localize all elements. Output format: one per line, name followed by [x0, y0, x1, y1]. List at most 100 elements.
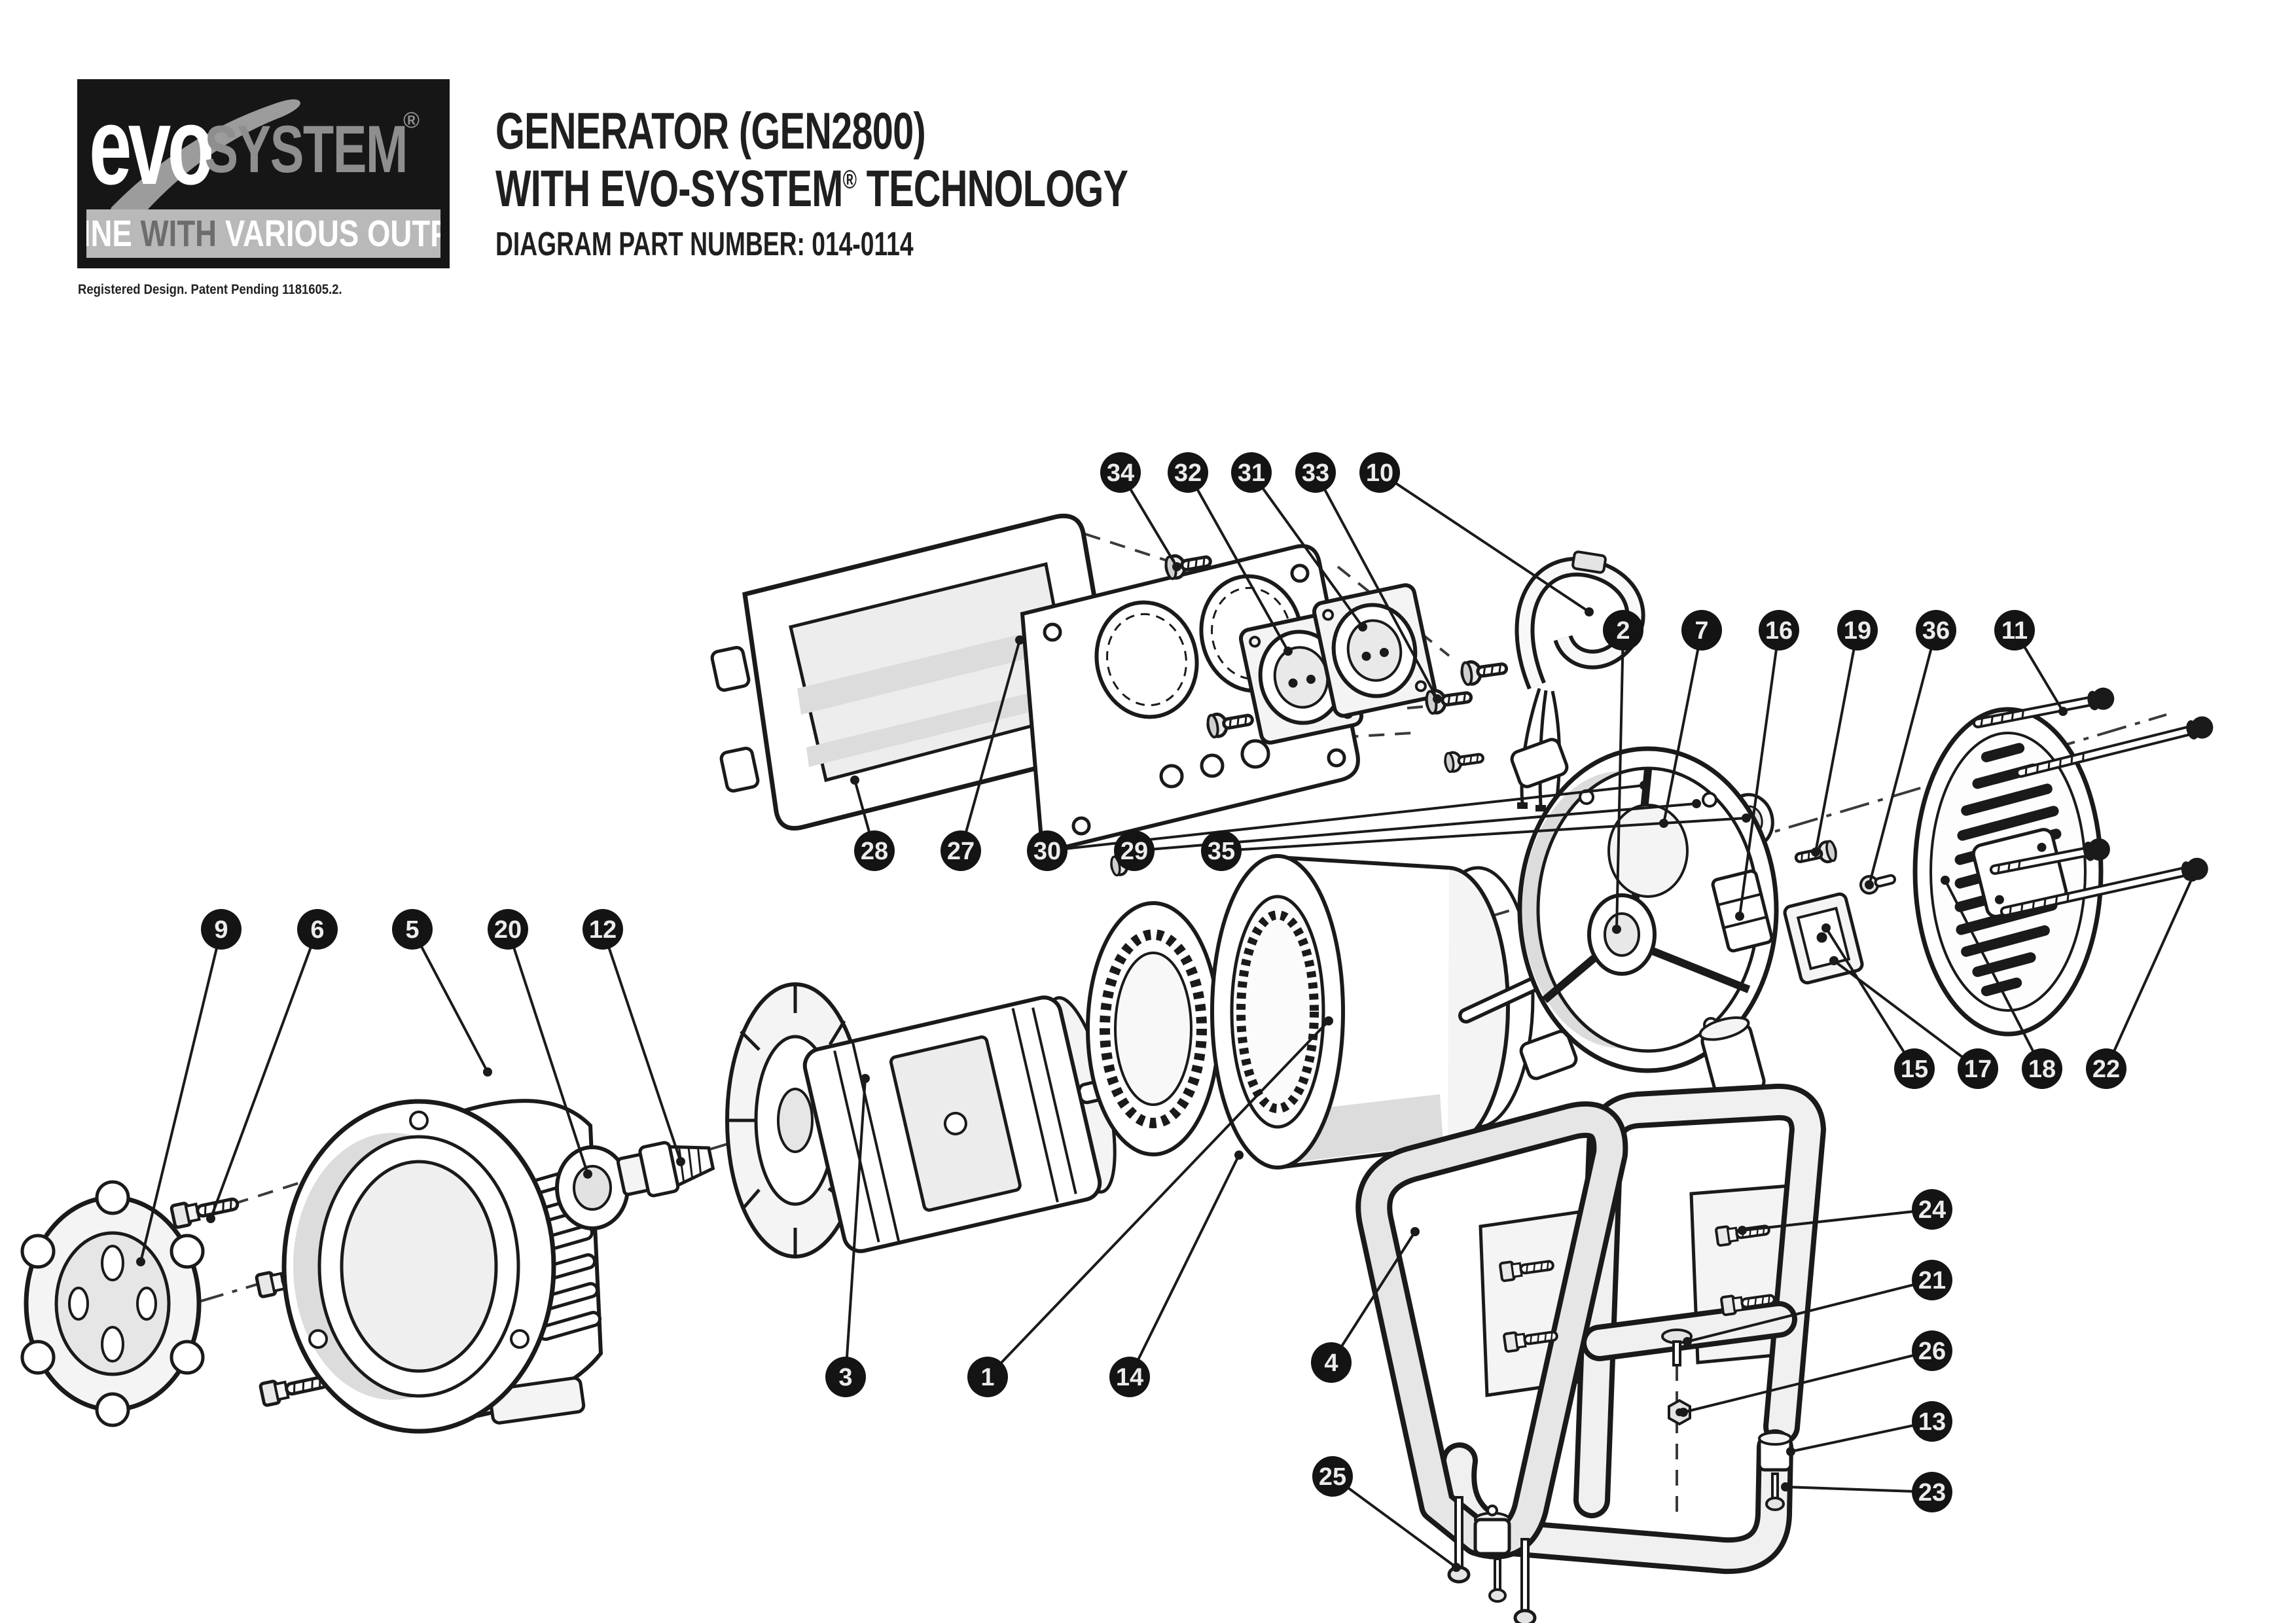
svg-text:5: 5: [405, 916, 419, 944]
logo-wordmark: evoSYSTEM: [89, 91, 529, 201]
svg-text:18: 18: [2028, 1056, 2056, 1083]
logo-tagline-bar: ENGINE WITH VARIOUS OUTPUTS: [86, 209, 440, 258]
page-title-line2: WITH EVO-SYSTEM® TECHNOLOGY: [495, 160, 1128, 217]
callout-9: 9: [136, 909, 242, 1266]
part-shaft-adapter: [616, 1141, 715, 1198]
callout-17: 17: [1829, 956, 1998, 1089]
title-line2-text: WITH EVO-SYSTEM: [495, 159, 843, 218]
callout-1: 1: [967, 1016, 1333, 1397]
svg-text:7: 7: [1695, 617, 1708, 645]
title-block: GENERATOR (GEN2800) WITH EVO-SYSTEM® TEC…: [495, 101, 1362, 263]
callout-27: 27: [941, 635, 1024, 871]
callout-28: 28: [850, 776, 895, 871]
svg-text:19: 19: [1844, 617, 1871, 645]
callout-16: 16: [1735, 610, 1799, 921]
page-title-line1: GENERATOR (GEN2800): [495, 101, 926, 160]
callout-35: 35: [1201, 813, 1751, 871]
tagline-word-with: WITH: [140, 212, 217, 255]
callout-10: 10: [1359, 452, 1594, 616]
svg-text:9: 9: [214, 916, 228, 944]
part-socket-screws: [1426, 657, 1508, 772]
svg-text:21: 21: [1918, 1267, 1946, 1294]
part-bearing: [555, 1145, 630, 1230]
svg-text:13: 13: [1918, 1408, 1946, 1436]
callout-7: 7: [1659, 610, 1722, 828]
callout-3: 3: [825, 1074, 870, 1397]
svg-text:16: 16: [1765, 617, 1793, 645]
callout-31: 31: [1231, 452, 1367, 632]
svg-text:28: 28: [861, 838, 888, 865]
part-outlet-socket-31: [1312, 583, 1437, 718]
callout-13: 13: [1786, 1401, 1952, 1456]
part-rear-bracket: [1510, 738, 1779, 1101]
svg-text:3: 3: [838, 1364, 852, 1391]
svg-text:36: 36: [1922, 617, 1950, 645]
part-terminal-stud: [1859, 874, 1896, 895]
svg-text:24: 24: [1918, 1196, 1946, 1224]
svg-text:25: 25: [1319, 1463, 1346, 1491]
callout-20: 20: [488, 909, 592, 1179]
part-stator-core-ring: [1086, 901, 1221, 1156]
svg-text:22: 22: [2092, 1056, 2120, 1083]
callout-14: 14: [1109, 1150, 1244, 1397]
svg-text:29: 29: [1121, 838, 1148, 865]
svg-text:11: 11: [2001, 617, 2028, 645]
svg-text:34: 34: [1107, 459, 1134, 487]
callout-36: 36: [1865, 610, 1956, 889]
svg-text:17: 17: [1964, 1056, 1992, 1083]
part-outlet-panel: [1020, 544, 1360, 850]
callout-34: 34: [1100, 452, 1181, 571]
callout-11: 11: [1994, 610, 2068, 716]
callout-4: 4: [1311, 1227, 1420, 1383]
callout-18: 18: [1941, 876, 2062, 1089]
svg-text:4: 4: [1324, 1349, 1338, 1377]
svg-text:30: 30: [1033, 838, 1061, 865]
svg-text:10: 10: [1366, 459, 1393, 487]
tagline-word-engine: ENGINE: [86, 212, 132, 255]
title-line2-suffix: TECHNOLOGY: [856, 159, 1128, 218]
part-stator-housing: [1210, 854, 1535, 1169]
callout-26: 26: [1679, 1330, 1952, 1417]
part-regulator: [1783, 892, 1864, 985]
patent-note: Registered Design. Patent Pending 118160…: [78, 282, 342, 297]
svg-text:2: 2: [1616, 617, 1630, 645]
svg-text:31: 31: [1238, 459, 1265, 487]
svg-text:35: 35: [1208, 838, 1235, 865]
svg-text:12: 12: [589, 916, 617, 944]
diagram-part-number: DIAGRAM PART NUMBER: 014-0114: [495, 224, 914, 262]
callout-24: 24: [1738, 1189, 1952, 1235]
callout-22: 22: [2086, 872, 2197, 1089]
callout-19: 19: [1811, 610, 1878, 857]
svg-text:20: 20: [494, 916, 522, 944]
part-brush-holder: [1711, 869, 1774, 953]
callout-33: 33: [1295, 452, 1442, 704]
logo-evo-text: evo: [89, 84, 214, 207]
svg-text:14: 14: [1116, 1364, 1143, 1391]
callout-5: 5: [392, 909, 492, 1077]
callout-21: 21: [1683, 1260, 1952, 1346]
part-coupling-disc: [20, 1180, 205, 1427]
part-left-foot-hardware: [1447, 1496, 1537, 1623]
svg-text:32: 32: [1174, 459, 1202, 487]
svg-text:26: 26: [1918, 1338, 1946, 1365]
svg-text:33: 33: [1302, 459, 1329, 487]
part-frame: [1355, 1083, 1826, 1623]
tagline-word-various-outputs: VARIOUS OUTPUTS: [224, 212, 440, 255]
logo-registered-mark: ®: [403, 108, 420, 133]
svg-text:1: 1: [980, 1364, 994, 1391]
title-registered-mark: ®: [842, 166, 857, 195]
part-end-cover: [1912, 707, 2104, 1037]
part-right-foot: [1757, 1431, 1793, 1511]
svg-text:15: 15: [1901, 1056, 1928, 1083]
svg-text:27: 27: [947, 838, 975, 865]
logo-system-text: SYSTEM: [204, 112, 408, 187]
callout-32: 32: [1168, 452, 1293, 656]
svg-text:6: 6: [310, 916, 324, 944]
callout-6: 6: [206, 909, 338, 1223]
part-through-bolts: [1972, 687, 2214, 917]
part-control-box: [710, 514, 1120, 830]
callout-23: 23: [1781, 1472, 1952, 1512]
